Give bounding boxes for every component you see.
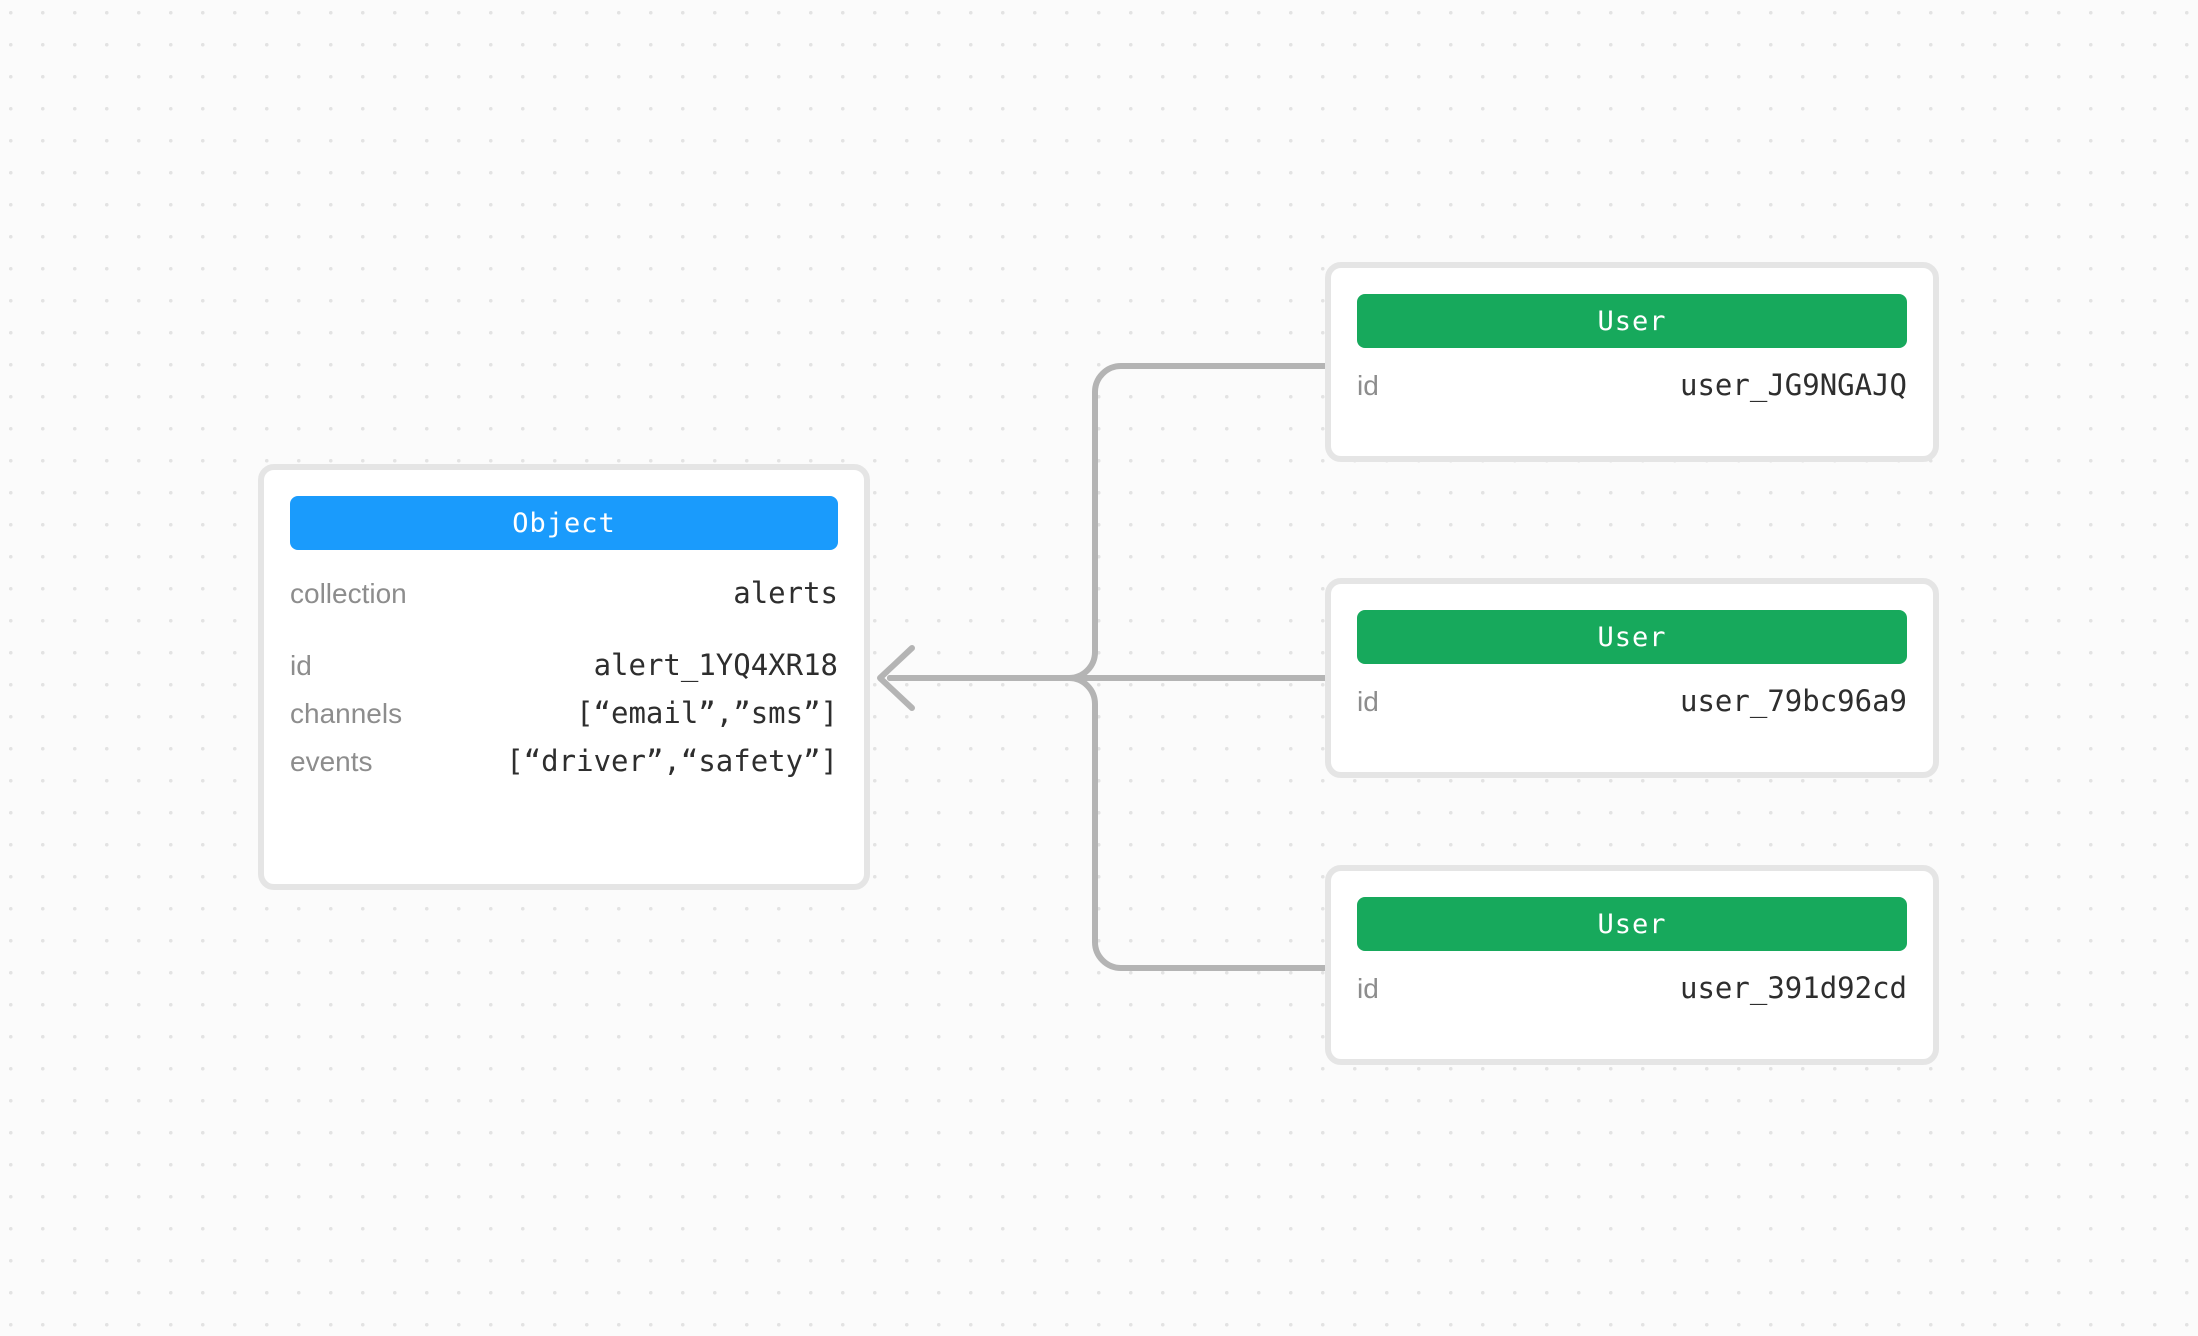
field-group-attributes: id alert_1YQ4XR18 channels [“email”,”sms… (290, 648, 838, 792)
field-row-id[interactable]: id user_391d92cd (1357, 971, 1907, 1019)
node-user-2[interactable]: User id user_391d92cd (1325, 865, 1939, 1065)
field-label-id: id (290, 650, 312, 681)
node-user-0-body: id user_JG9NGAJQ (1331, 348, 1933, 416)
node-object[interactable]: Object collection alerts id alert_1YQ4XR… (258, 464, 870, 890)
field-value-channels: [“email”,”sms”] (576, 696, 838, 730)
node-user-0-type-label: User (1597, 305, 1667, 337)
field-value-id: user_JG9NGAJQ (1680, 368, 1907, 402)
field-value-collection: alerts (733, 576, 838, 610)
edge-user-0 (887, 363, 1328, 681)
field-label-id: id (1357, 370, 1379, 401)
field-label-collection: collection (290, 578, 407, 609)
node-object-type-label: Object (512, 507, 616, 539)
node-user-1[interactable]: User id user_79bc96a9 (1325, 578, 1939, 778)
field-row-id[interactable]: id user_79bc96a9 (1357, 684, 1907, 732)
node-user-1-type-header: User (1357, 610, 1907, 664)
field-value-id: alert_1YQ4XR18 (593, 648, 838, 682)
field-value-id: user_391d92cd (1680, 971, 1907, 1005)
field-row-channels[interactable]: channels [“email”,”sms”] (290, 696, 838, 744)
field-label-id: id (1357, 686, 1379, 717)
field-row-events[interactable]: events [“driver”,“safety”] (290, 744, 838, 792)
node-user-2-body: id user_391d92cd (1331, 951, 1933, 1019)
node-object-type-header: Object (290, 496, 838, 550)
field-row-collection[interactable]: collection alerts (290, 576, 838, 624)
edge-arrowhead (877, 645, 915, 711)
field-row-id[interactable]: id alert_1YQ4XR18 (290, 648, 838, 696)
field-label-channels: channels (290, 698, 403, 729)
edge-user-2 (887, 675, 1328, 971)
node-user-2-type-header: User (1357, 897, 1907, 951)
node-user-0[interactable]: User id user_JG9NGAJQ (1325, 262, 1939, 462)
node-user-0-type-header: User (1357, 294, 1907, 348)
field-label-id: id (1357, 973, 1379, 1004)
field-label-events: events (290, 746, 373, 777)
field-value-events: [“driver”,“safety”] (506, 744, 838, 778)
node-user-1-type-label: User (1597, 621, 1667, 653)
field-group-primary: collection alerts (290, 576, 838, 624)
field-row-id[interactable]: id user_JG9NGAJQ (1357, 368, 1907, 416)
node-user-2-type-label: User (1597, 908, 1667, 940)
node-object-body: collection alerts id alert_1YQ4XR18 chan… (264, 550, 864, 792)
field-value-id: user_79bc96a9 (1680, 684, 1907, 718)
node-user-1-body: id user_79bc96a9 (1331, 664, 1933, 732)
